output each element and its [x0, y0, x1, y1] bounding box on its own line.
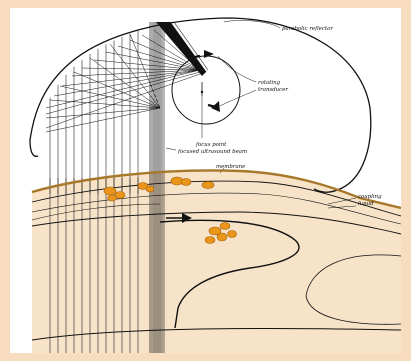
diagram-panel: parabolic reflector rotating transducer …: [10, 8, 401, 353]
label-focus-point: focus point: [195, 142, 227, 148]
transducer-circle: [172, 56, 240, 124]
label-coupling-line2: liquid: [358, 201, 374, 207]
focus-point-marker: [201, 82, 203, 138]
label-coupling-line1: coupling: [358, 194, 382, 200]
parabolic-reflector: [30, 18, 371, 192]
label-focused-ultrasound-beam: focused ultrasound beam: [177, 149, 247, 155]
reflector-left-lip: [30, 140, 38, 156]
label-membrane: membrane: [216, 164, 245, 170]
transducer-element-top: [190, 50, 214, 58]
transducer-element-bottom: [208, 101, 220, 112]
label-rotating-transducer-line1: rotating: [258, 80, 281, 86]
ultrasound-diagram: parabolic reflector rotating transducer …: [10, 8, 401, 353]
tissue-region: [32, 170, 401, 353]
label-rotating-transducer-line2: transducer: [258, 87, 288, 93]
label-parabolic-reflector: parabolic reflector: [282, 26, 333, 32]
